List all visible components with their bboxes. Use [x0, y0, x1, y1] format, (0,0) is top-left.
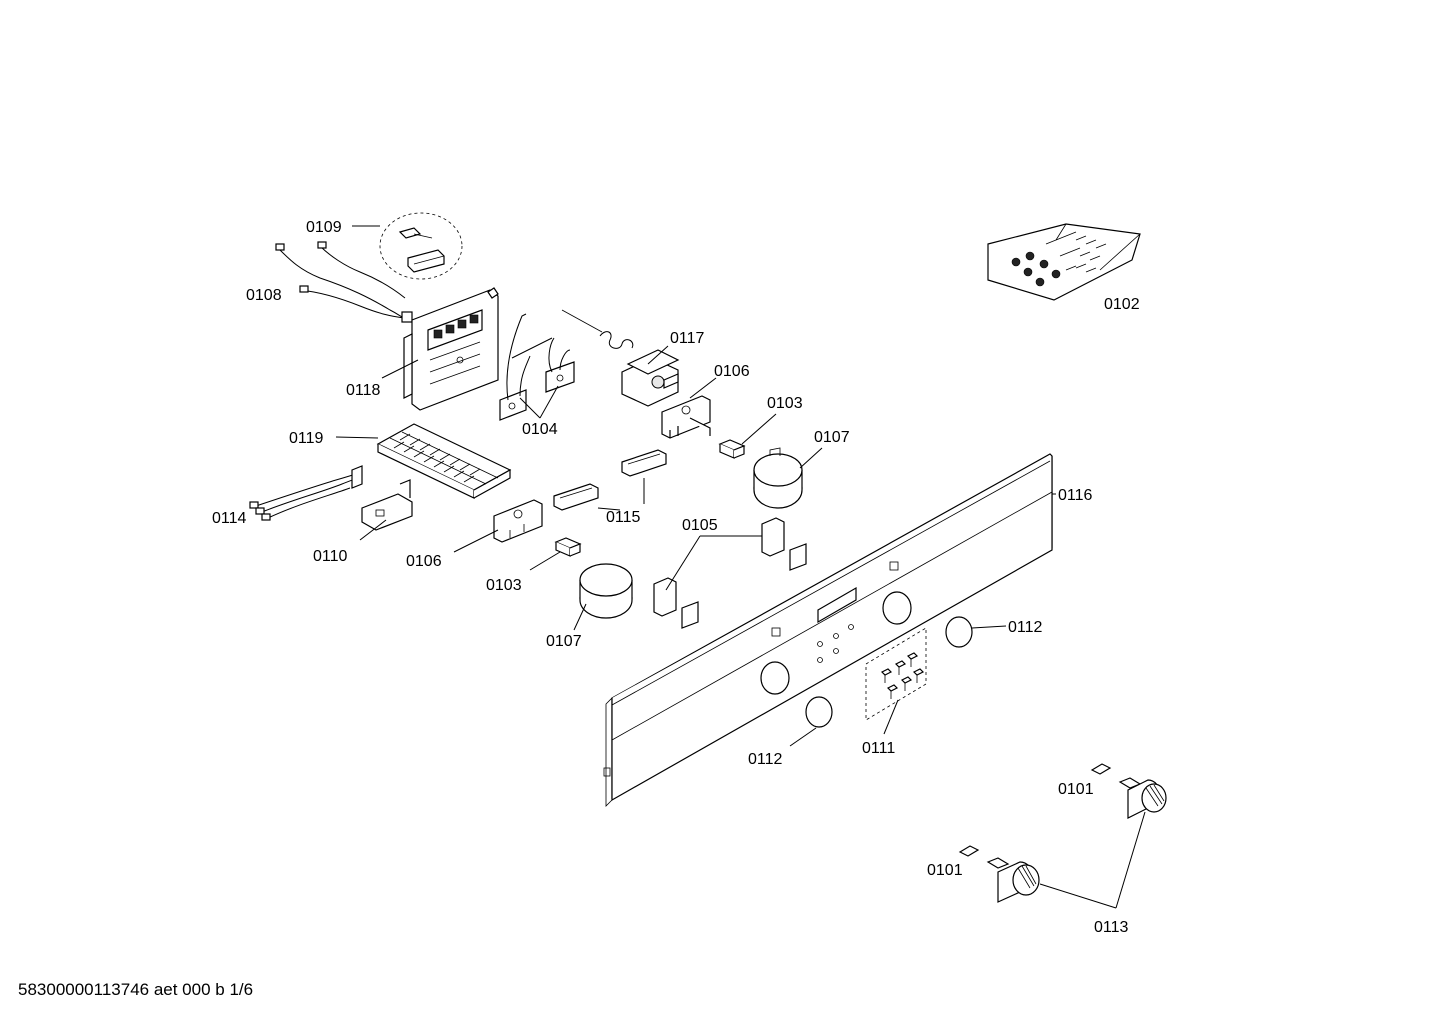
- part-0110-bracket: [361, 479, 413, 531]
- part-0107-shroud-lower: [579, 563, 633, 619]
- part-0113-knob-upper: [1118, 777, 1167, 819]
- part-0108-wiring-harness: [275, 241, 413, 323]
- part-0103-lamp-upper: [718, 439, 746, 459]
- part-0116-control-panel: [603, 453, 1053, 807]
- label-0108: 0108: [246, 287, 282, 304]
- label-0101-upper: 0101: [1058, 781, 1094, 798]
- part-0105-connectors: [653, 517, 807, 629]
- label-0102: 0102: [1104, 296, 1140, 313]
- label-0113: 0113: [1094, 919, 1129, 936]
- part-0109-screw-bracket: [379, 212, 463, 280]
- label-0106-upper: 0106: [714, 363, 750, 380]
- label-0103-lower: 0103: [486, 577, 522, 594]
- part-0112-ring-right: [945, 616, 973, 648]
- part-0106-holder-upper: [661, 395, 711, 439]
- label-0103-upper: 0103: [767, 395, 803, 412]
- document-reference-footer: 58300000113746 aet 000 b 1/6: [18, 980, 254, 999]
- label-0119: 0119: [289, 430, 324, 447]
- label-0112-left: 0112: [748, 751, 783, 768]
- label-0105: 0105: [682, 517, 718, 534]
- part-0101-clip-upper: [1090, 763, 1112, 775]
- part-0101-clip-lower: [958, 845, 980, 857]
- part-0103-lamp-lower: [554, 537, 582, 557]
- label-0107-lower: 0107: [546, 633, 582, 650]
- label-0118: 0118: [346, 382, 381, 399]
- part-0106-holder-lower: [493, 499, 543, 543]
- label-0114: 0114: [212, 510, 247, 527]
- part-0119-resistor-block: [376, 423, 512, 499]
- part-0113-knob-lower: [986, 857, 1040, 903]
- label-0109: 0109: [306, 219, 342, 236]
- part-0102-screw-bag: [987, 223, 1141, 301]
- label-0117: 0117: [670, 330, 705, 347]
- part-0112-ring-left: [805, 696, 833, 728]
- part-0117-thermostat: [561, 309, 680, 407]
- part-0104-switch-plates: [499, 313, 575, 421]
- label-0111: 0111: [862, 740, 895, 757]
- label-0106-lower: 0106: [406, 553, 442, 570]
- label-0101-lower: 0101: [927, 862, 963, 879]
- label-0112-right: 0112: [1008, 619, 1043, 636]
- part-0118-electronic-module: [403, 287, 499, 411]
- label-0107-upper: 0107: [814, 429, 850, 446]
- label-0110: 0110: [313, 548, 348, 565]
- label-0104: 0104: [522, 421, 558, 438]
- part-0107-shroud-upper: [753, 447, 803, 509]
- label-0116: 0116: [1058, 487, 1093, 504]
- label-0115: 0115: [606, 509, 641, 526]
- part-0115-switch-carriers: [553, 449, 667, 511]
- part-0114-cable-terminals: [249, 465, 363, 521]
- part-0111-screw-set: [865, 627, 927, 721]
